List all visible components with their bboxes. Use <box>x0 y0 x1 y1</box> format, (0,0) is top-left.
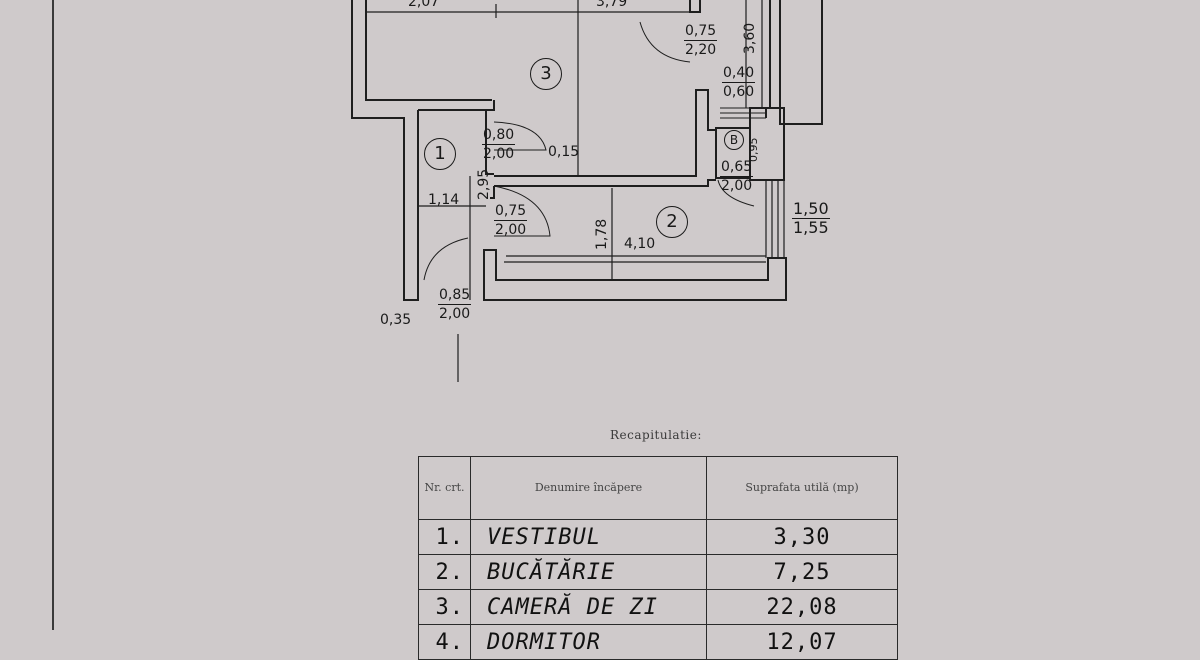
dim-top-mid: 3,79 <box>596 0 628 10</box>
row-nr: 3. <box>418 589 471 625</box>
row-name: CAMERĂ DE ZI <box>470 589 707 625</box>
room-number-2: 2 <box>656 206 688 238</box>
wall-room3-lower <box>418 100 495 111</box>
door-arc-entry <box>423 237 469 281</box>
dim-height-right: 3,60 <box>742 22 758 54</box>
dim-wall-015: 0,15 <box>548 144 580 160</box>
room-number-1: 1 <box>424 138 456 170</box>
table-row: 2. BUCĂTĂRIE 7,25 <box>418 554 898 590</box>
dim-window-small: 0,40 0,60 <box>722 65 756 100</box>
dim-width-410: 4,10 <box>624 236 656 252</box>
dim-door-b: 0,65 2,00 <box>720 159 754 194</box>
floor-plan <box>351 0 823 382</box>
header-nr: Nr. crt. <box>418 456 471 520</box>
paper-edge <box>52 0 54 630</box>
wall-kitchen-top <box>494 89 716 177</box>
door-arc-room1 <box>493 121 547 151</box>
door-arc-box <box>717 179 755 207</box>
row-name: VESTIBUL <box>470 519 707 555</box>
door-arc-kitchen <box>493 185 551 237</box>
dim-door-1: 0,80 2,00 <box>482 127 516 162</box>
wall-upper-right <box>765 0 771 118</box>
dim-door-top: 0,75 2,20 <box>684 23 718 58</box>
wall-room3-outer <box>351 0 419 301</box>
row-name: BUCĂTĂRIE <box>470 554 707 590</box>
header-name: Denumire încăpere <box>470 456 707 520</box>
row-area: 3,30 <box>706 519 898 555</box>
dim-door-entry: 0,85 2,00 <box>438 287 472 322</box>
wall-kitchen-outer <box>483 249 787 301</box>
wall-room1-right <box>485 110 494 175</box>
door-arc-top <box>639 21 691 63</box>
row-area: 22,08 <box>706 589 898 625</box>
dim-height-178: 1,78 <box>594 218 610 250</box>
wall-far-right <box>779 0 823 125</box>
wall-room3-inner <box>365 0 492 101</box>
dim-wall-035: 0,35 <box>380 312 412 328</box>
dim-width-114: 1,14 <box>428 192 460 208</box>
table-row: 3. CAMERĂ DE ZI 22,08 <box>418 589 898 625</box>
row-area: 7,25 <box>706 554 898 590</box>
dim-window-right: 1,50 1,55 <box>792 199 830 237</box>
recap-table: Nr. crt. Denumire încăpere Suprafata uti… <box>418 456 898 660</box>
dim-top-left: 2,07 <box>408 0 440 10</box>
recap-header-row: Nr. crt. Denumire încăpere Suprafata uti… <box>418 456 898 520</box>
recap-title: Recapitulatie: <box>610 428 702 442</box>
header-area: Suprafata utilă (mp) <box>706 456 898 520</box>
table-row: 1. VESTIBUL 3,30 <box>418 519 898 555</box>
room-number-3: 3 <box>530 58 562 90</box>
dim-height-295: 2,95 <box>476 168 492 200</box>
row-nr: 2. <box>418 554 471 590</box>
box-b-label: B <box>724 130 744 150</box>
row-nr: 1. <box>418 519 471 555</box>
wall-right-column <box>689 0 701 13</box>
dim-door-2: 0,75 2,00 <box>494 203 528 238</box>
